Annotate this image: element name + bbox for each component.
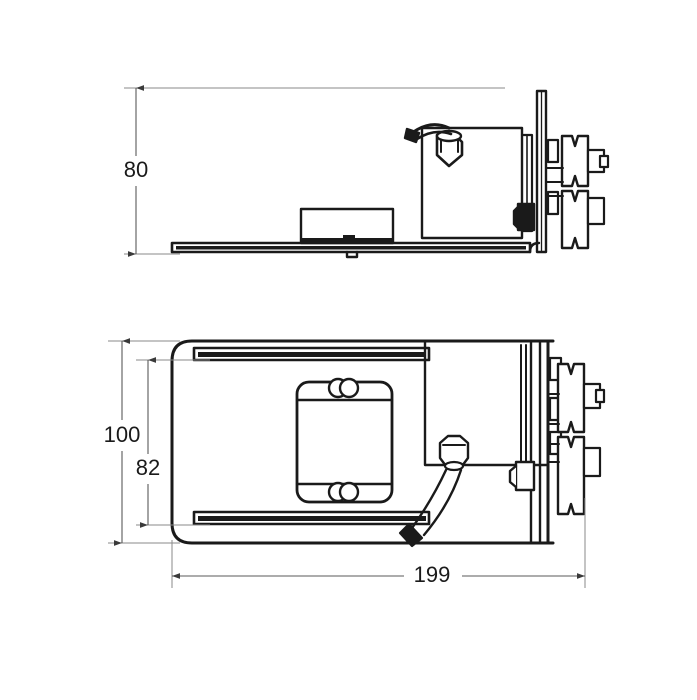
- dimension-height-100: 100: [96, 338, 180, 546]
- axle-bolt: [512, 202, 536, 232]
- dimension-height-82: 82: [128, 357, 210, 528]
- mounting-plate: [528, 89, 548, 254]
- pulley-lower: [556, 435, 602, 516]
- small-box: [299, 207, 395, 245]
- base-plate: [170, 241, 532, 259]
- dimension-height-80: 80: [114, 85, 505, 257]
- lever-handle: [403, 123, 453, 144]
- plan-top-view: [170, 339, 606, 548]
- pulley-upper: [560, 134, 610, 188]
- dimension-width-199: 199: [171, 498, 586, 591]
- pulley-upper: [556, 362, 606, 434]
- dimension-label-80: 80: [124, 157, 148, 182]
- mounting-plate: [520, 339, 550, 545]
- pulley-connector-bars: [545, 167, 564, 197]
- dimension-label-82: 82: [136, 455, 160, 480]
- hose-connector: [438, 434, 470, 472]
- twin-circles-bottom: [327, 481, 360, 503]
- slot-upper: [192, 346, 431, 362]
- plate-tabs: [546, 138, 560, 216]
- axle-bolt: [508, 460, 536, 492]
- hose-curved: [398, 468, 463, 548]
- body-rectangle: [423, 339, 550, 467]
- dimension-label-199: 199: [414, 562, 451, 587]
- dimension-label-100: 100: [104, 422, 141, 447]
- pulley-lower: [560, 189, 606, 250]
- twin-circles-top: [327, 377, 360, 399]
- side-elevation-view: [170, 89, 610, 259]
- hex-fitting: [435, 129, 464, 168]
- slot-lower: [192, 510, 431, 526]
- pulley-connector-bars: [547, 393, 560, 463]
